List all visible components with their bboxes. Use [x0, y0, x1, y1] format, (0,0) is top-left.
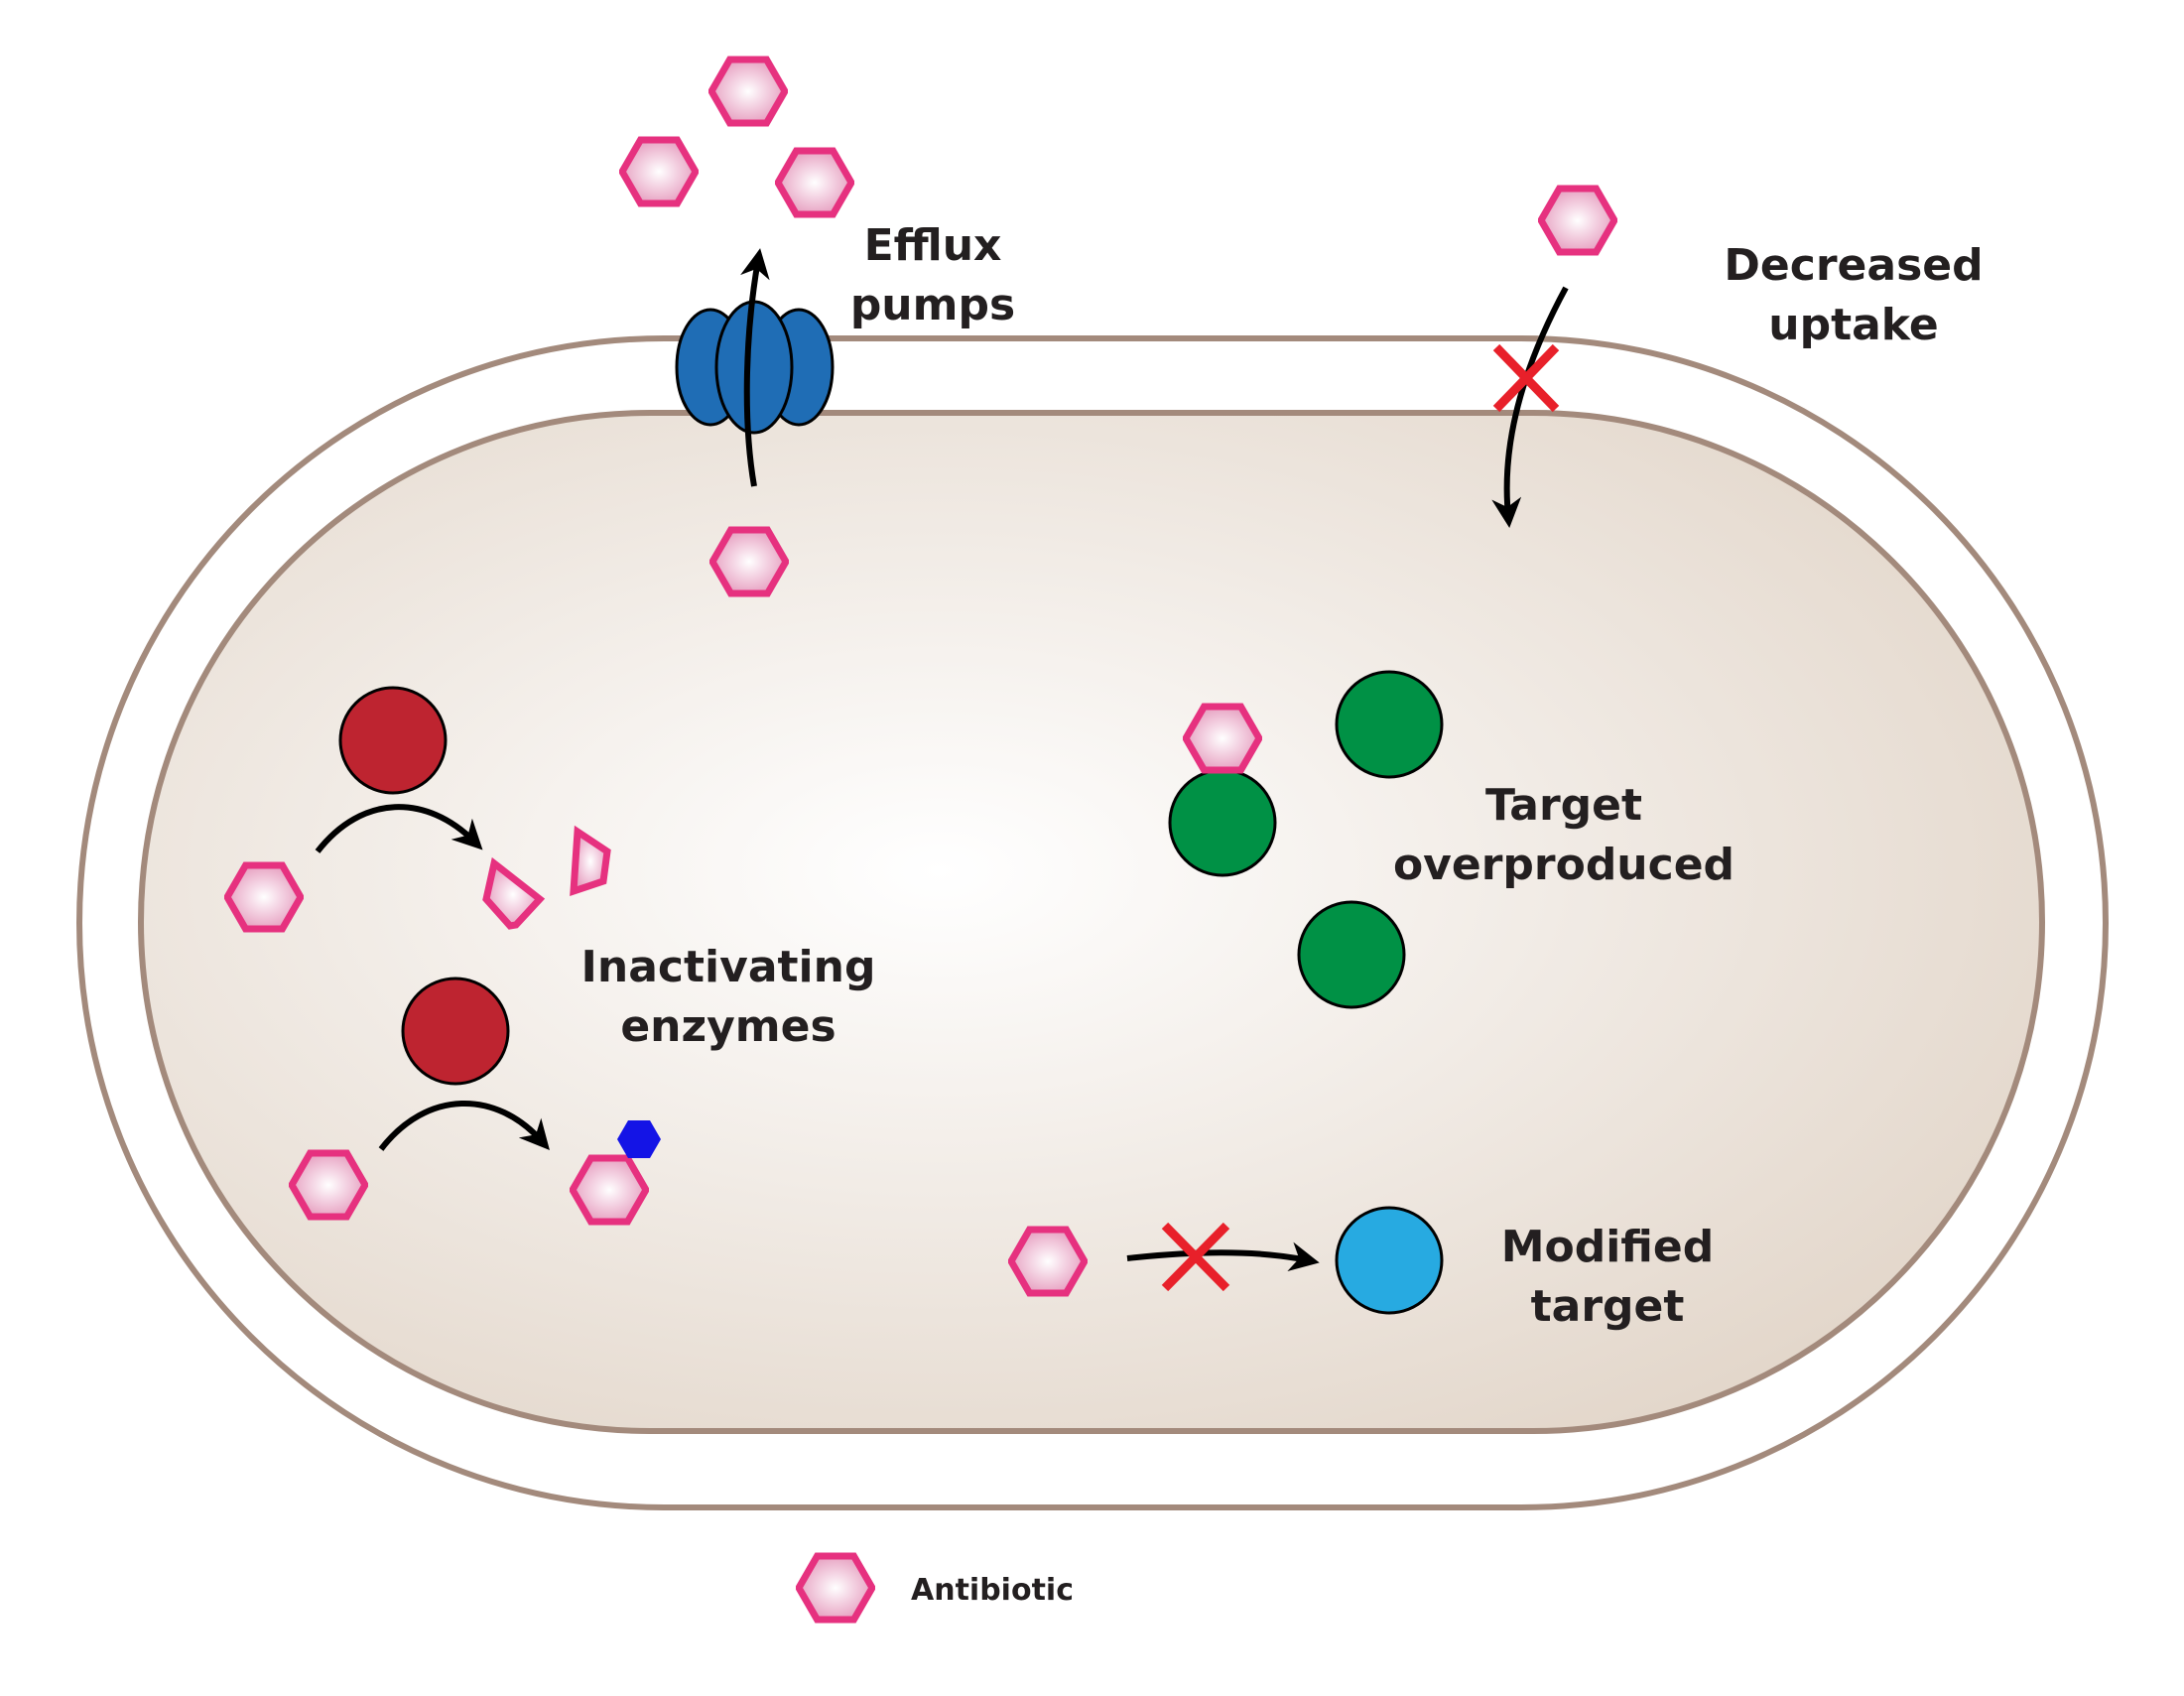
- block-cross-icon: [1161, 1222, 1230, 1292]
- modifier-group-icon: [617, 1120, 661, 1158]
- uptake-label-line2: uptake: [1768, 300, 1938, 350]
- antibiotic-hexagon-icon: [799, 1556, 872, 1620]
- cell-cytoplasm: [138, 410, 2045, 1434]
- target-icon: [1168, 768, 1277, 877]
- modified-label-line1: Modified: [1501, 1222, 1715, 1272]
- cleaved-antibiotic-icon: [482, 825, 611, 930]
- binding-arrow-icon: [1126, 1241, 1320, 1272]
- enzyme-icon: [338, 686, 448, 795]
- reaction-arrow-icon: [315, 804, 483, 853]
- antibiotic-hexagon-icon: [1186, 707, 1259, 770]
- target-icon: [1297, 900, 1406, 1009]
- antibiotic-hexagon-icon: [227, 865, 301, 929]
- efflux-arrow-icon: [740, 248, 770, 487]
- uptake-label-line1: Decreased: [1724, 240, 1983, 291]
- legend: Antibiotic: [799, 1556, 1074, 1620]
- overproduced-label-line1: Target: [1485, 780, 1642, 831]
- efflux-label-line1: Efflux: [864, 220, 1002, 271]
- antibiotic-hexagon-icon: [711, 60, 785, 123]
- antibiotic-hexagon-icon: [292, 1153, 365, 1217]
- efflux-label-line2: pumps: [850, 280, 1015, 330]
- enzymes-label-line1: Inactivating: [581, 942, 876, 992]
- antibiotic-hexagon-icon: [1011, 1230, 1085, 1293]
- legend-antibiotic-label: Antibiotic: [911, 1573, 1074, 1608]
- antibiotic-hexagon-icon: [1541, 189, 1614, 252]
- reaction-arrow-icon: [378, 1100, 550, 1151]
- overproduced-label-line2: overproduced: [1393, 840, 1734, 890]
- target-icon: [1335, 670, 1444, 779]
- antibiotic-hexagon-icon: [622, 140, 696, 203]
- antibiotic-hexagon-icon: [712, 530, 786, 593]
- block-cross-icon: [1492, 343, 1560, 413]
- antibiotic-hexagon-icon: [573, 1158, 646, 1222]
- modified-label-line2: target: [1531, 1281, 1685, 1332]
- antibiotic-hexagon-icon: [778, 151, 851, 214]
- enzymes-label-line2: enzymes: [620, 1001, 835, 1052]
- enzyme-icon: [401, 977, 510, 1086]
- efflux-pump-icon: [675, 300, 835, 435]
- uptake-arrow-icon: [1491, 286, 1569, 528]
- modified-target-icon: [1335, 1206, 1444, 1315]
